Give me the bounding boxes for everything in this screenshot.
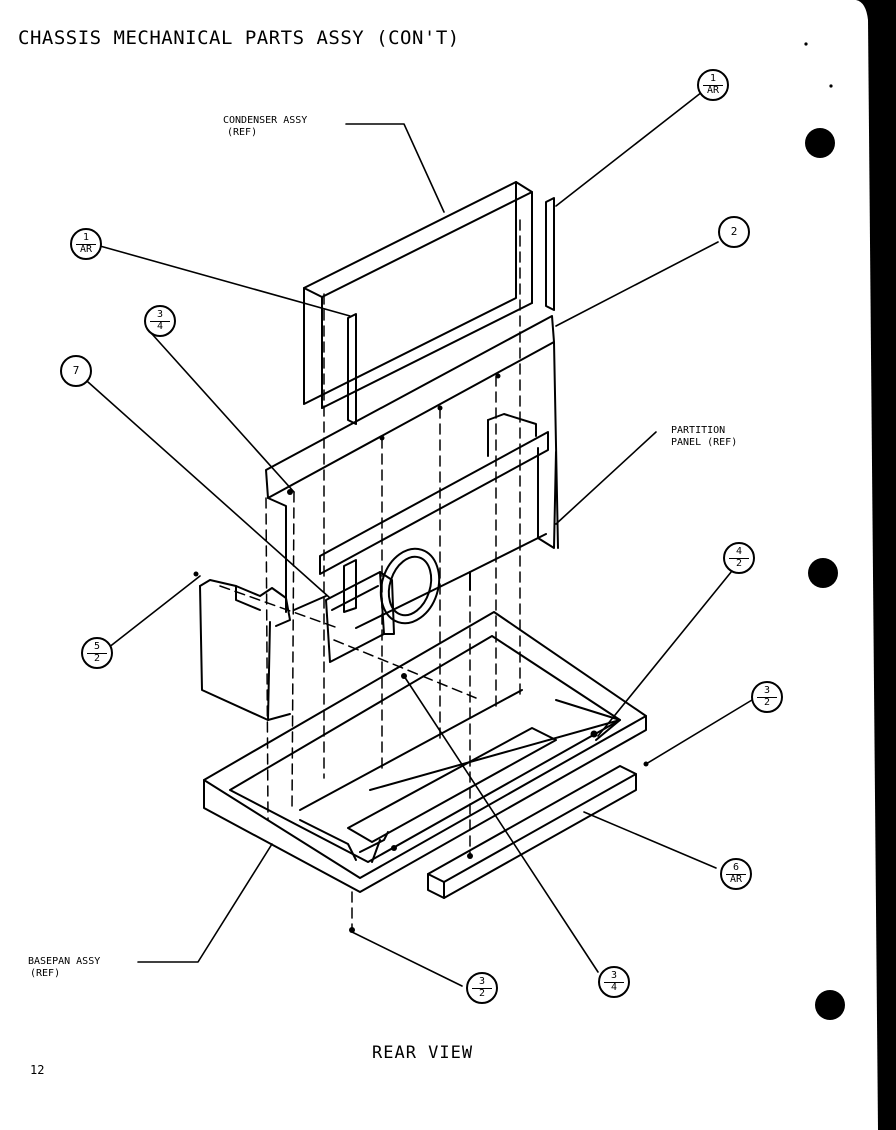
front-rail-drawing [427, 765, 637, 899]
leader-lines [87, 91, 753, 987]
basepan-ref-label: (REF) [30, 968, 61, 979]
partition-panel-drawing [265, 315, 559, 663]
condenser-assy-drawing [303, 181, 555, 425]
hardware-dots [193, 373, 649, 933]
partition-label: PARTITION [671, 425, 726, 436]
basepan-assy-drawing [203, 611, 647, 893]
binder-hole [815, 990, 845, 1020]
condenser-assy-label: CONDENSER ASSY [223, 115, 308, 126]
assembly-lines [219, 219, 521, 931]
page-number: 12 [30, 1063, 45, 1077]
condenser-ref-label: (REF) [227, 127, 258, 138]
binder-hole [808, 558, 838, 588]
paper-sheet [0, 0, 878, 1130]
side-box-drawing [199, 579, 291, 721]
view-label: REAR VIEW [372, 1043, 474, 1063]
callout-bubble: 7 [60, 355, 92, 387]
partition-panel-ref-label: PANEL (REF) [671, 437, 738, 448]
callout-bubble: 2 [718, 216, 750, 248]
page-title: CHASSIS MECHANICAL PARTS ASSY (CON'T) [18, 27, 460, 49]
basepan-assy-label: BASEPAN ASSY [28, 956, 101, 967]
binder-hole [805, 128, 835, 158]
